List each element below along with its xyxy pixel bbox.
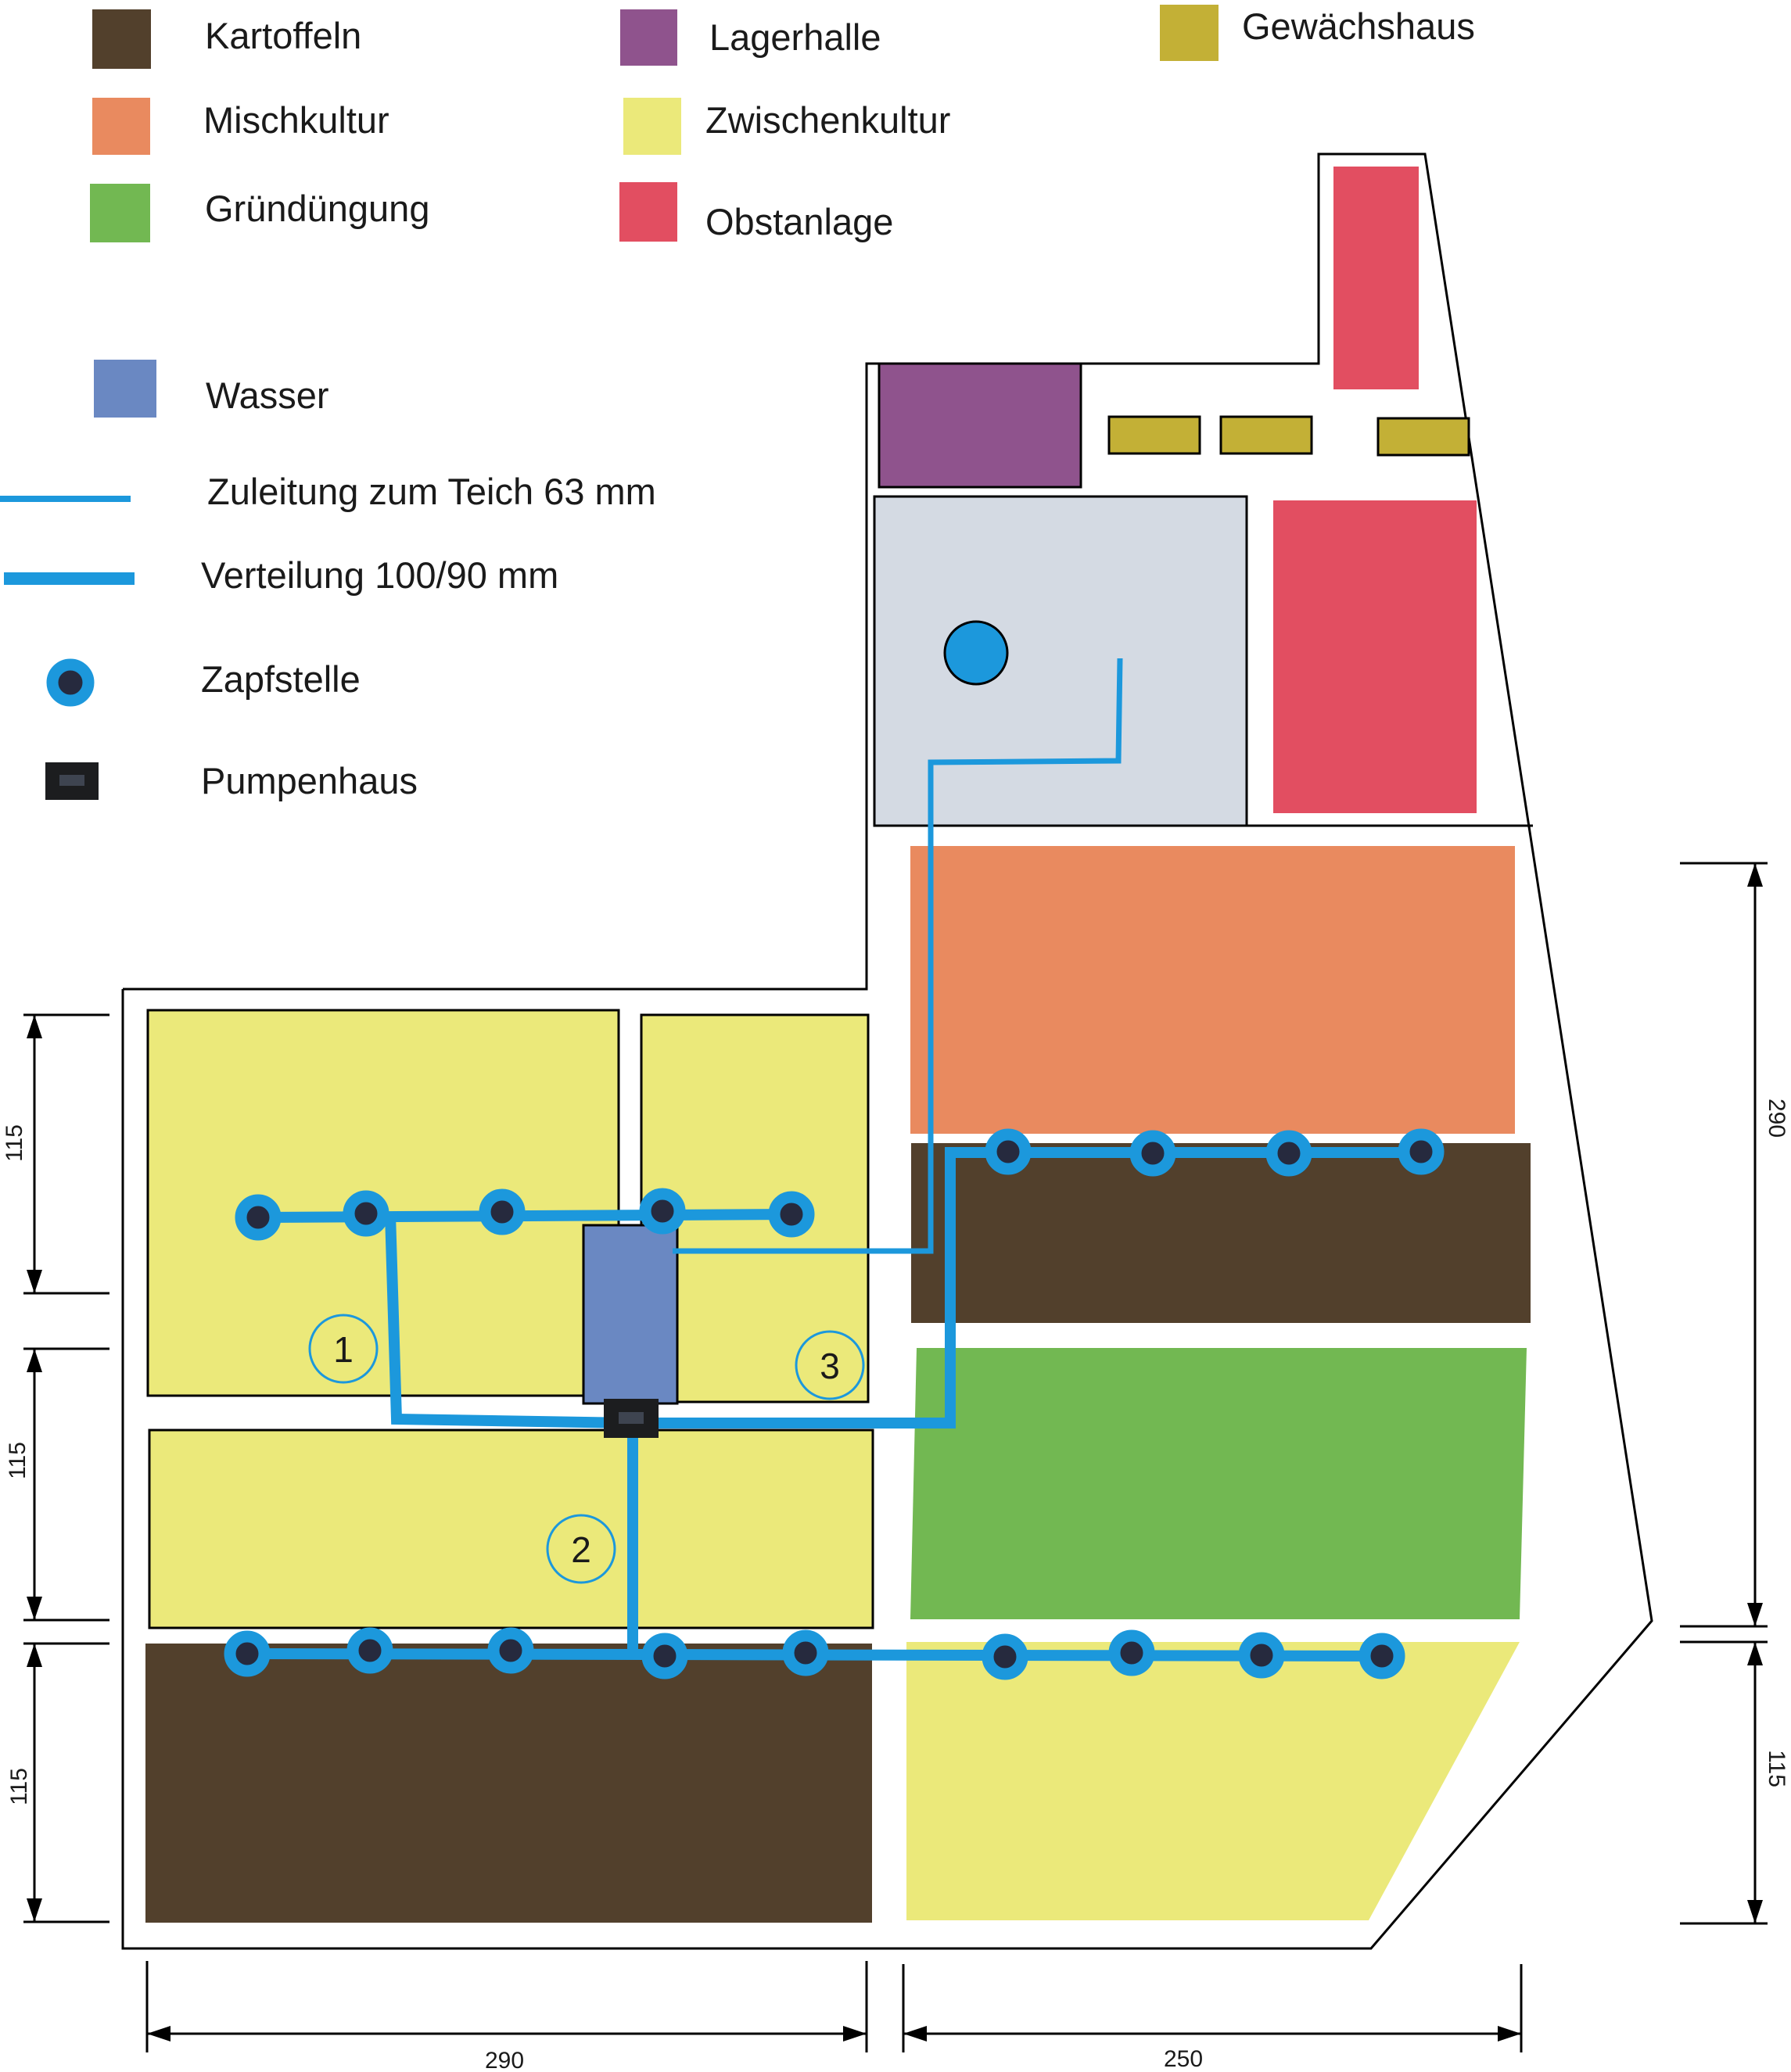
- legend: Kartoffeln Lagerhalle Gewächshaus Mischk…: [0, 5, 1475, 801]
- plot-number-1: 1: [333, 1329, 354, 1370]
- dim-label-right-top: 290: [1764, 1099, 1789, 1138]
- legend-swatch-wasser: [94, 360, 156, 418]
- gewaechshaus-1: [1107, 415, 1201, 455]
- legend-label-pumpenhaus: Pumpenhaus: [201, 760, 418, 801]
- dim-label-bottom-left: 290: [485, 2048, 524, 2072]
- zapfstelle: [768, 1191, 815, 1238]
- gewaechshaus-3: [1376, 417, 1470, 457]
- teich-area: [873, 495, 1248, 827]
- obstanlage-east: [1273, 500, 1477, 813]
- zapfstelle: [479, 1188, 526, 1235]
- zapfstelle: [1129, 1130, 1176, 1177]
- lagerhalle: [878, 362, 1082, 489]
- legend-label-gewaechshaus: Gewächshaus: [1242, 5, 1475, 47]
- legend-swatch-mischkultur: [92, 98, 150, 155]
- zapfstelle: [235, 1194, 282, 1241]
- field-zwischenkultur-2: [148, 1429, 874, 1629]
- legend-swatch-gruenduengung: [90, 184, 150, 242]
- zapfstelle: [224, 1630, 271, 1677]
- zapfstelle: [346, 1627, 393, 1674]
- legend-label-kartoffeln: Kartoffeln: [205, 15, 361, 56]
- dimension-lines: [23, 862, 1768, 2052]
- wasser-tank: [582, 1224, 679, 1405]
- legend-swatch-lagerhalle: [620, 9, 677, 66]
- legend-label-wasser: Wasser: [206, 375, 329, 416]
- legend-swatch-obstanlage: [619, 182, 677, 242]
- zapfstellen: [224, 1128, 1445, 1680]
- legend-label-zwischenkultur: Zwischenkultur: [705, 99, 950, 141]
- verteilung-pipe-east: [631, 1147, 1421, 1429]
- zapfstelle: [1238, 1632, 1285, 1679]
- dim-label-left-bottom: 115: [6, 1768, 32, 1805]
- legend-pumpenhaus-icon: [45, 762, 99, 800]
- pumpenhaus: [604, 1399, 659, 1438]
- zapfstelle: [487, 1627, 534, 1674]
- zapfstelle: [782, 1629, 829, 1676]
- site-boundary: [121, 152, 1653, 1950]
- zapfstelle: [985, 1128, 1032, 1175]
- zapfstelle: [343, 1190, 389, 1237]
- zapfstelle: [1359, 1633, 1405, 1679]
- legend-label-lagerhalle: Lagerhalle: [709, 16, 881, 58]
- gewaechshaus-2: [1219, 415, 1313, 455]
- legend-label-gruenduengung: Gründüngung: [205, 188, 429, 229]
- zapfstelle: [639, 1188, 686, 1235]
- field-kartoffeln-southwest: [145, 1644, 872, 1923]
- zapfstelle: [1265, 1130, 1312, 1177]
- plot-label-1: 1: [308, 1314, 379, 1384]
- zapfstelle: [982, 1633, 1028, 1680]
- dim-label-left-middle: 115: [5, 1442, 31, 1479]
- zapfstelle: [1108, 1629, 1155, 1676]
- plot-label-2: 2: [546, 1514, 616, 1584]
- legend-zapfstelle-icon: [46, 658, 95, 707]
- legend-swatch-gewaechshaus: [1160, 5, 1219, 61]
- dim-label-right-bottom: 115: [1764, 1750, 1789, 1787]
- plot-label-3: 3: [795, 1330, 865, 1400]
- plot-number-3: 3: [820, 1346, 840, 1386]
- zapfstelle: [1398, 1128, 1445, 1175]
- dim-label-left-top: 115: [2, 1124, 27, 1162]
- field-mischkultur: [910, 846, 1515, 1134]
- field-zwischenkultur-southeast: [906, 1642, 1520, 1920]
- field-gruenduengung: [910, 1348, 1527, 1619]
- plot-number-2: 2: [571, 1529, 591, 1570]
- legend-label-mischkultur: Mischkultur: [203, 99, 389, 141]
- legend-label-zapfstelle: Zapfstelle: [201, 658, 361, 700]
- legend-swatch-zwischenkultur: [623, 98, 681, 155]
- legend-label-verteilung: Verteilung 100/90 mm: [201, 554, 558, 596]
- verteilung-pipe-branch-west: [385, 1213, 634, 1429]
- legend-label-obstanlage: Obstanlage: [705, 201, 893, 242]
- legend-swatch-kartoffeln: [92, 9, 151, 69]
- zuleitung-pipe: [673, 658, 1123, 1254]
- teich: [943, 620, 1009, 686]
- dim-label-bottom-right: 250: [1164, 2046, 1203, 2072]
- legend-label-zuleitung: Zuleitung zum Teich 63 mm: [207, 471, 656, 512]
- obstanlage-north: [1333, 167, 1419, 389]
- zapfstelle: [641, 1633, 688, 1679]
